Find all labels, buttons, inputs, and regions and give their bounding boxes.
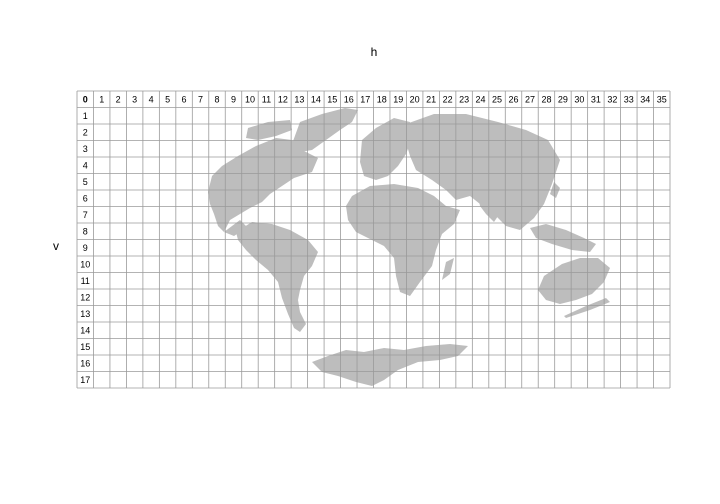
v-tick-label: 3 [83,144,88,154]
v-tick-label: 10 [80,259,90,269]
southeast-asia-islands-landmass [530,224,596,252]
h-tick-label: 15 [327,94,337,104]
landmass-layer [208,108,610,386]
h-tick-label: 31 [591,94,601,104]
south-america-landmass [236,222,318,332]
h-tick-label: 6 [182,94,187,104]
v-tick-label: 7 [83,210,88,220]
arctic-islands-landmass [246,120,292,140]
h-tick-label: 11 [262,94,271,104]
v-tick-label: 1 [83,111,88,121]
h-tick-label: 24 [476,94,486,104]
h-tick-label: 25 [492,94,502,104]
h-tick-label: 1 [99,94,104,104]
h-tick-label: 22 [443,94,453,104]
india-landmass [478,196,502,222]
h-tick-label: 10 [245,94,255,104]
north-america-landmass [208,138,318,232]
h-tick-label: 3 [132,94,137,104]
h-tick-label: 29 [558,94,568,104]
australia-landmass [538,258,610,304]
v-axis-title: v [53,239,59,253]
origin-label: 0 [83,94,88,104]
v-tick-label: 8 [83,226,88,236]
h-tick-label: 16 [344,94,354,104]
h-tick-label: 21 [426,94,436,104]
h-tick-label: 12 [278,94,288,104]
h-axis-title: h [371,45,378,59]
h-tick-label: 34 [640,94,650,104]
h-tick-label: 30 [574,94,584,104]
v-tick-label: 5 [83,177,88,187]
v-tick-label: 6 [83,193,88,203]
h-tick-label: 17 [360,94,370,104]
h-tick-label: 28 [541,94,551,104]
new-zealand-landmass [564,298,610,318]
v-tick-label: 9 [83,243,88,253]
h-tick-label: 33 [624,94,634,104]
h-tick-label: 35 [657,94,667,104]
v-tick-label: 15 [80,342,90,352]
v-tick-label: 13 [80,309,90,319]
v-tick-label: 17 [80,375,90,385]
h-tick-label: 19 [393,94,403,104]
v-tick-label: 16 [80,358,90,368]
madagascar-landmass [442,258,454,280]
greenland-landmass [292,108,358,152]
europe-landmass [360,118,412,180]
h-tick-label: 7 [198,94,203,104]
v-tick-label: 11 [81,276,90,286]
v-tick-label: 14 [80,325,90,335]
h-tick-label: 18 [377,94,387,104]
h-tick-label: 13 [294,94,304,104]
v-tick-label: 4 [83,160,88,170]
v-tick-label: 12 [80,292,90,302]
h-tick-label: 32 [607,94,617,104]
central-america-landmass [224,220,246,236]
h-tick-label: 27 [525,94,535,104]
h-tick-label: 4 [149,94,154,104]
h-tick-label: 23 [459,94,469,104]
h-tick-label: 2 [116,94,121,104]
h-tick-label: 20 [410,94,420,104]
h-tick-label: 9 [231,94,236,104]
h-tick-label: 8 [215,94,220,104]
h-tick-label: 5 [165,94,170,104]
h-tick-label: 14 [311,94,321,104]
africa-landmass [346,184,460,296]
v-tick-label: 2 [83,127,88,137]
h-tick-label: 26 [509,94,519,104]
